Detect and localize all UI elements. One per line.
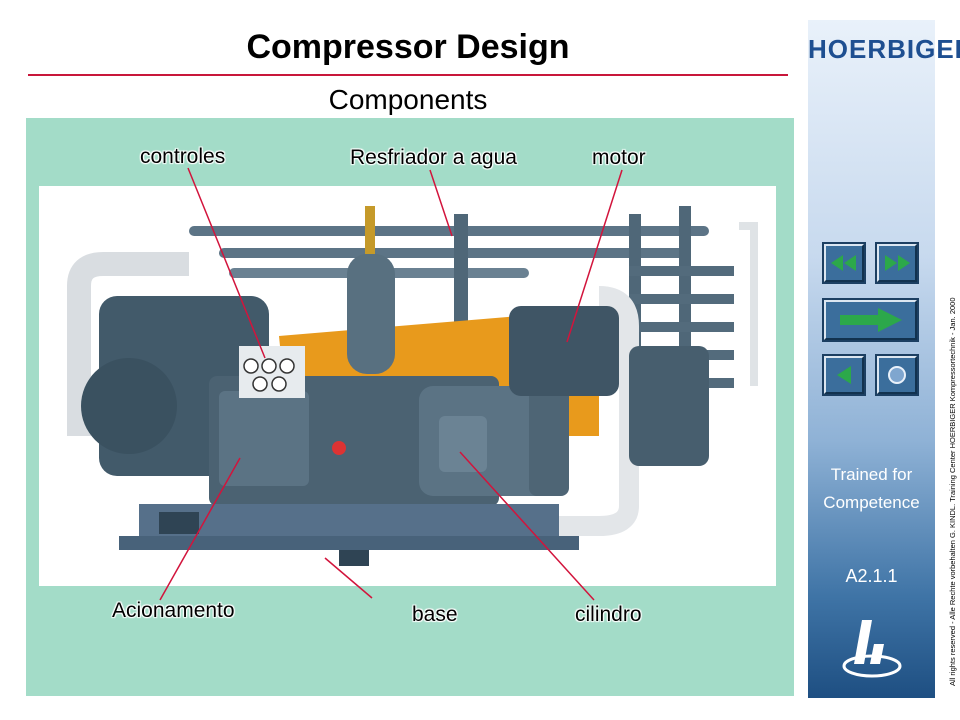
tagline-line-2: Competence bbox=[823, 493, 920, 512]
home-circle-icon bbox=[888, 366, 906, 384]
slide-subtitle: Components bbox=[328, 84, 488, 115]
tagline-line-1: Trained for bbox=[830, 465, 913, 484]
home-button[interactable] bbox=[875, 354, 919, 396]
compressor-photo bbox=[39, 186, 776, 586]
label-motor: motor bbox=[592, 146, 646, 169]
rewind-button[interactable] bbox=[822, 242, 866, 284]
label-controls: controles bbox=[140, 145, 226, 168]
copyright-notice: All rights reserved - Alle Rechte vorbeh… bbox=[948, 297, 957, 686]
back-button[interactable] bbox=[822, 354, 866, 396]
fast-forward-icon bbox=[885, 255, 910, 271]
back-icon bbox=[837, 366, 851, 384]
hoerbiger-logo-icon bbox=[842, 620, 902, 678]
compressor-illustration bbox=[67, 206, 758, 566]
sidebar: HOERBIGER bbox=[808, 20, 960, 698]
next-button[interactable] bbox=[822, 298, 919, 342]
label-drive: Acionamento bbox=[112, 599, 235, 622]
rewind-icon bbox=[831, 255, 856, 271]
brand-logo-text: HOERBIGER bbox=[808, 34, 960, 64]
next-arrow-icon bbox=[839, 308, 902, 332]
title-rule bbox=[28, 74, 788, 76]
slide-title: Compressor Design bbox=[246, 28, 570, 66]
slide-code: A2.1.1 bbox=[845, 566, 898, 586]
tagline: Trained for Competence bbox=[808, 461, 935, 517]
label-cylinder: cilindro bbox=[575, 603, 642, 626]
label-water-cooler: Resfriador a agua bbox=[350, 146, 517, 169]
fast-forward-button[interactable] bbox=[875, 242, 919, 284]
label-base: base bbox=[412, 603, 458, 626]
